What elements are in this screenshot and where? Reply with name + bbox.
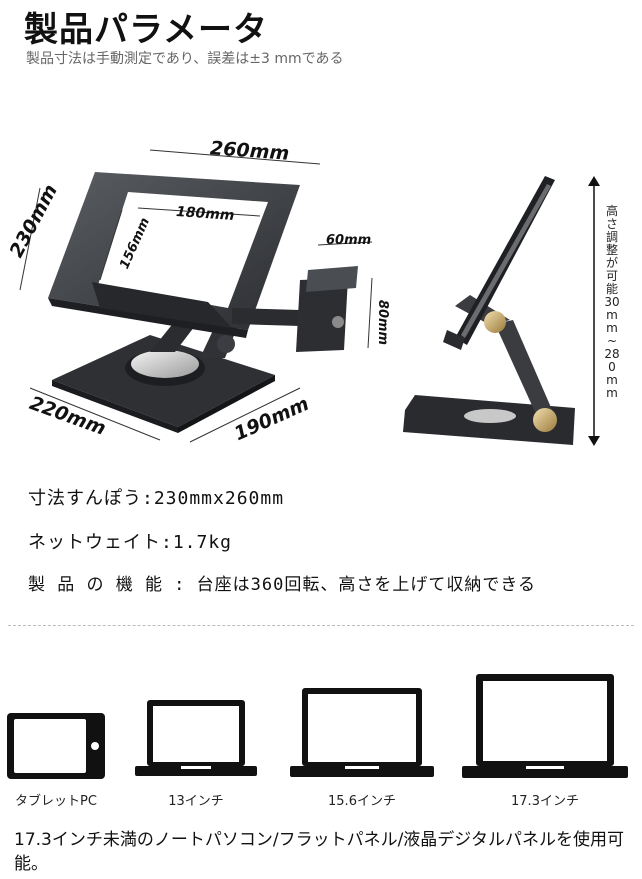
device-label-13: 13インチ [168,794,224,809]
compatibility-note: 17.3インチ未満のノートパソコン/フラットパネル/液晶デジタルパネルを使用可能… [14,830,624,874]
page-subtitle: 製品寸法は手動測定であり、誤差は±3 mmである [26,51,344,67]
device-label-15-6: 15.6インチ [328,794,396,809]
stand-side-illustration [403,176,575,445]
dim-holder-width: 60mm [326,233,372,248]
device-label-tablet: タブレットPC [15,794,97,809]
page-title: 製品パラメータ [24,10,268,50]
spec-net-weight: ネットウェイト:1.7kg [28,532,233,553]
laptop-icon [135,700,257,776]
height-adjust-label: 高さ調整が可能 30mm~280mm [604,204,620,400]
spec-dimensions: 寸法すんぽう:230mmx260mm [28,488,285,509]
device-label-17-3: 17.3インチ [511,794,579,809]
tablet-icon [7,713,105,779]
dim-holder-height: 80mm [375,299,391,346]
section-divider [8,625,634,626]
spec-function: 製 品 の 機 能 : 台座は360回転、高さを上げて収納できる [28,575,537,595]
stand-front-illustration [19,149,373,443]
height-arrow [588,176,600,446]
laptop-icon [290,688,434,777]
laptop-icon [462,674,628,778]
